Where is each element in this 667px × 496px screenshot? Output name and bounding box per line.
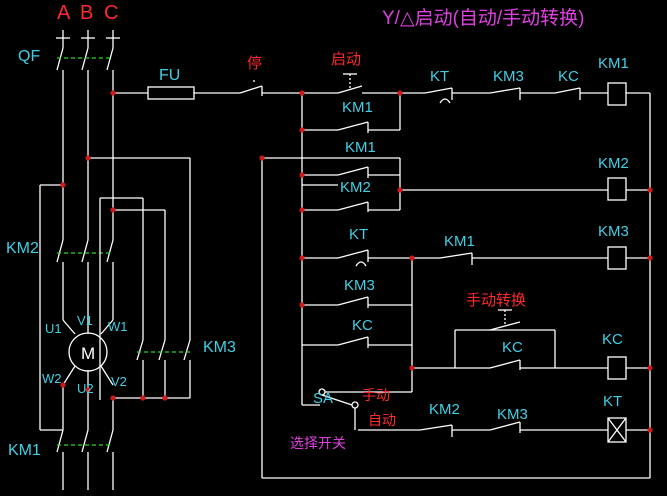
qf-label: QF [18,48,40,65]
phase-a-label: A [57,2,71,24]
diagram-title: Y/△启动(自动/手动转换) [382,7,585,29]
stop-button-label: 停 [247,55,262,72]
terminal-w2: W2 [42,371,62,386]
kc-hold-label: KC [352,317,373,334]
kt-contact-label: KT [430,68,449,85]
km3-coil [607,246,627,270]
km2-hold-label: KM2 [340,179,371,196]
terminal-w1: W1 [108,319,128,334]
kt-coil-label: KT [603,393,622,410]
km1-hold-label: KM1 [342,99,373,116]
terminal-v1: V1 [77,313,93,328]
km2-coil-label: KM2 [598,155,629,172]
manual-position-label: 手动 [362,387,390,403]
phase-c-label: C [104,2,118,24]
main-km2-label: KM2 [6,240,39,257]
phase-b-label: B [80,2,93,24]
start-button-label: 启动 [331,51,361,68]
km3-nc-label: KM3 [493,68,524,85]
main-power-circuit: M [39,30,191,490]
km2-coil [607,177,627,201]
main-km1-label: KM1 [8,442,41,459]
fuse-symbol [147,86,195,100]
auto-position-label: 自动 [368,412,396,428]
kc-nc-label: KC [558,68,579,85]
motor-symbol [68,332,108,372]
kc-coil-label: KC [602,331,623,348]
selector-switch-label: 选择开关 [290,435,346,451]
fu-label: FU [159,67,180,84]
kt-delay-label: KT [349,226,368,243]
kc-manual-label: KC [502,339,523,356]
terminal-u2: U2 [77,381,94,396]
km1-nc-label: KM1 [444,233,475,250]
control-circuit [147,73,653,479]
motor-label: M [81,344,95,363]
km3-coil-label: KM3 [598,223,629,240]
terminal-v2: V2 [111,374,127,389]
manual-switch-label: 手动转换 [466,292,526,309]
km3-hold-label: KM3 [344,277,375,294]
main-km3-label: KM3 [203,339,236,356]
kc-coil [607,356,627,380]
km1-coil-label: KM1 [598,55,629,72]
terminal-u1: U1 [45,321,62,336]
km2-nc-label: KM2 [429,401,460,418]
km1-row-label: KM1 [345,139,376,156]
sa-label: SA [313,390,333,407]
km1-coil [607,82,627,106]
km3-no-label: KM3 [497,406,528,423]
